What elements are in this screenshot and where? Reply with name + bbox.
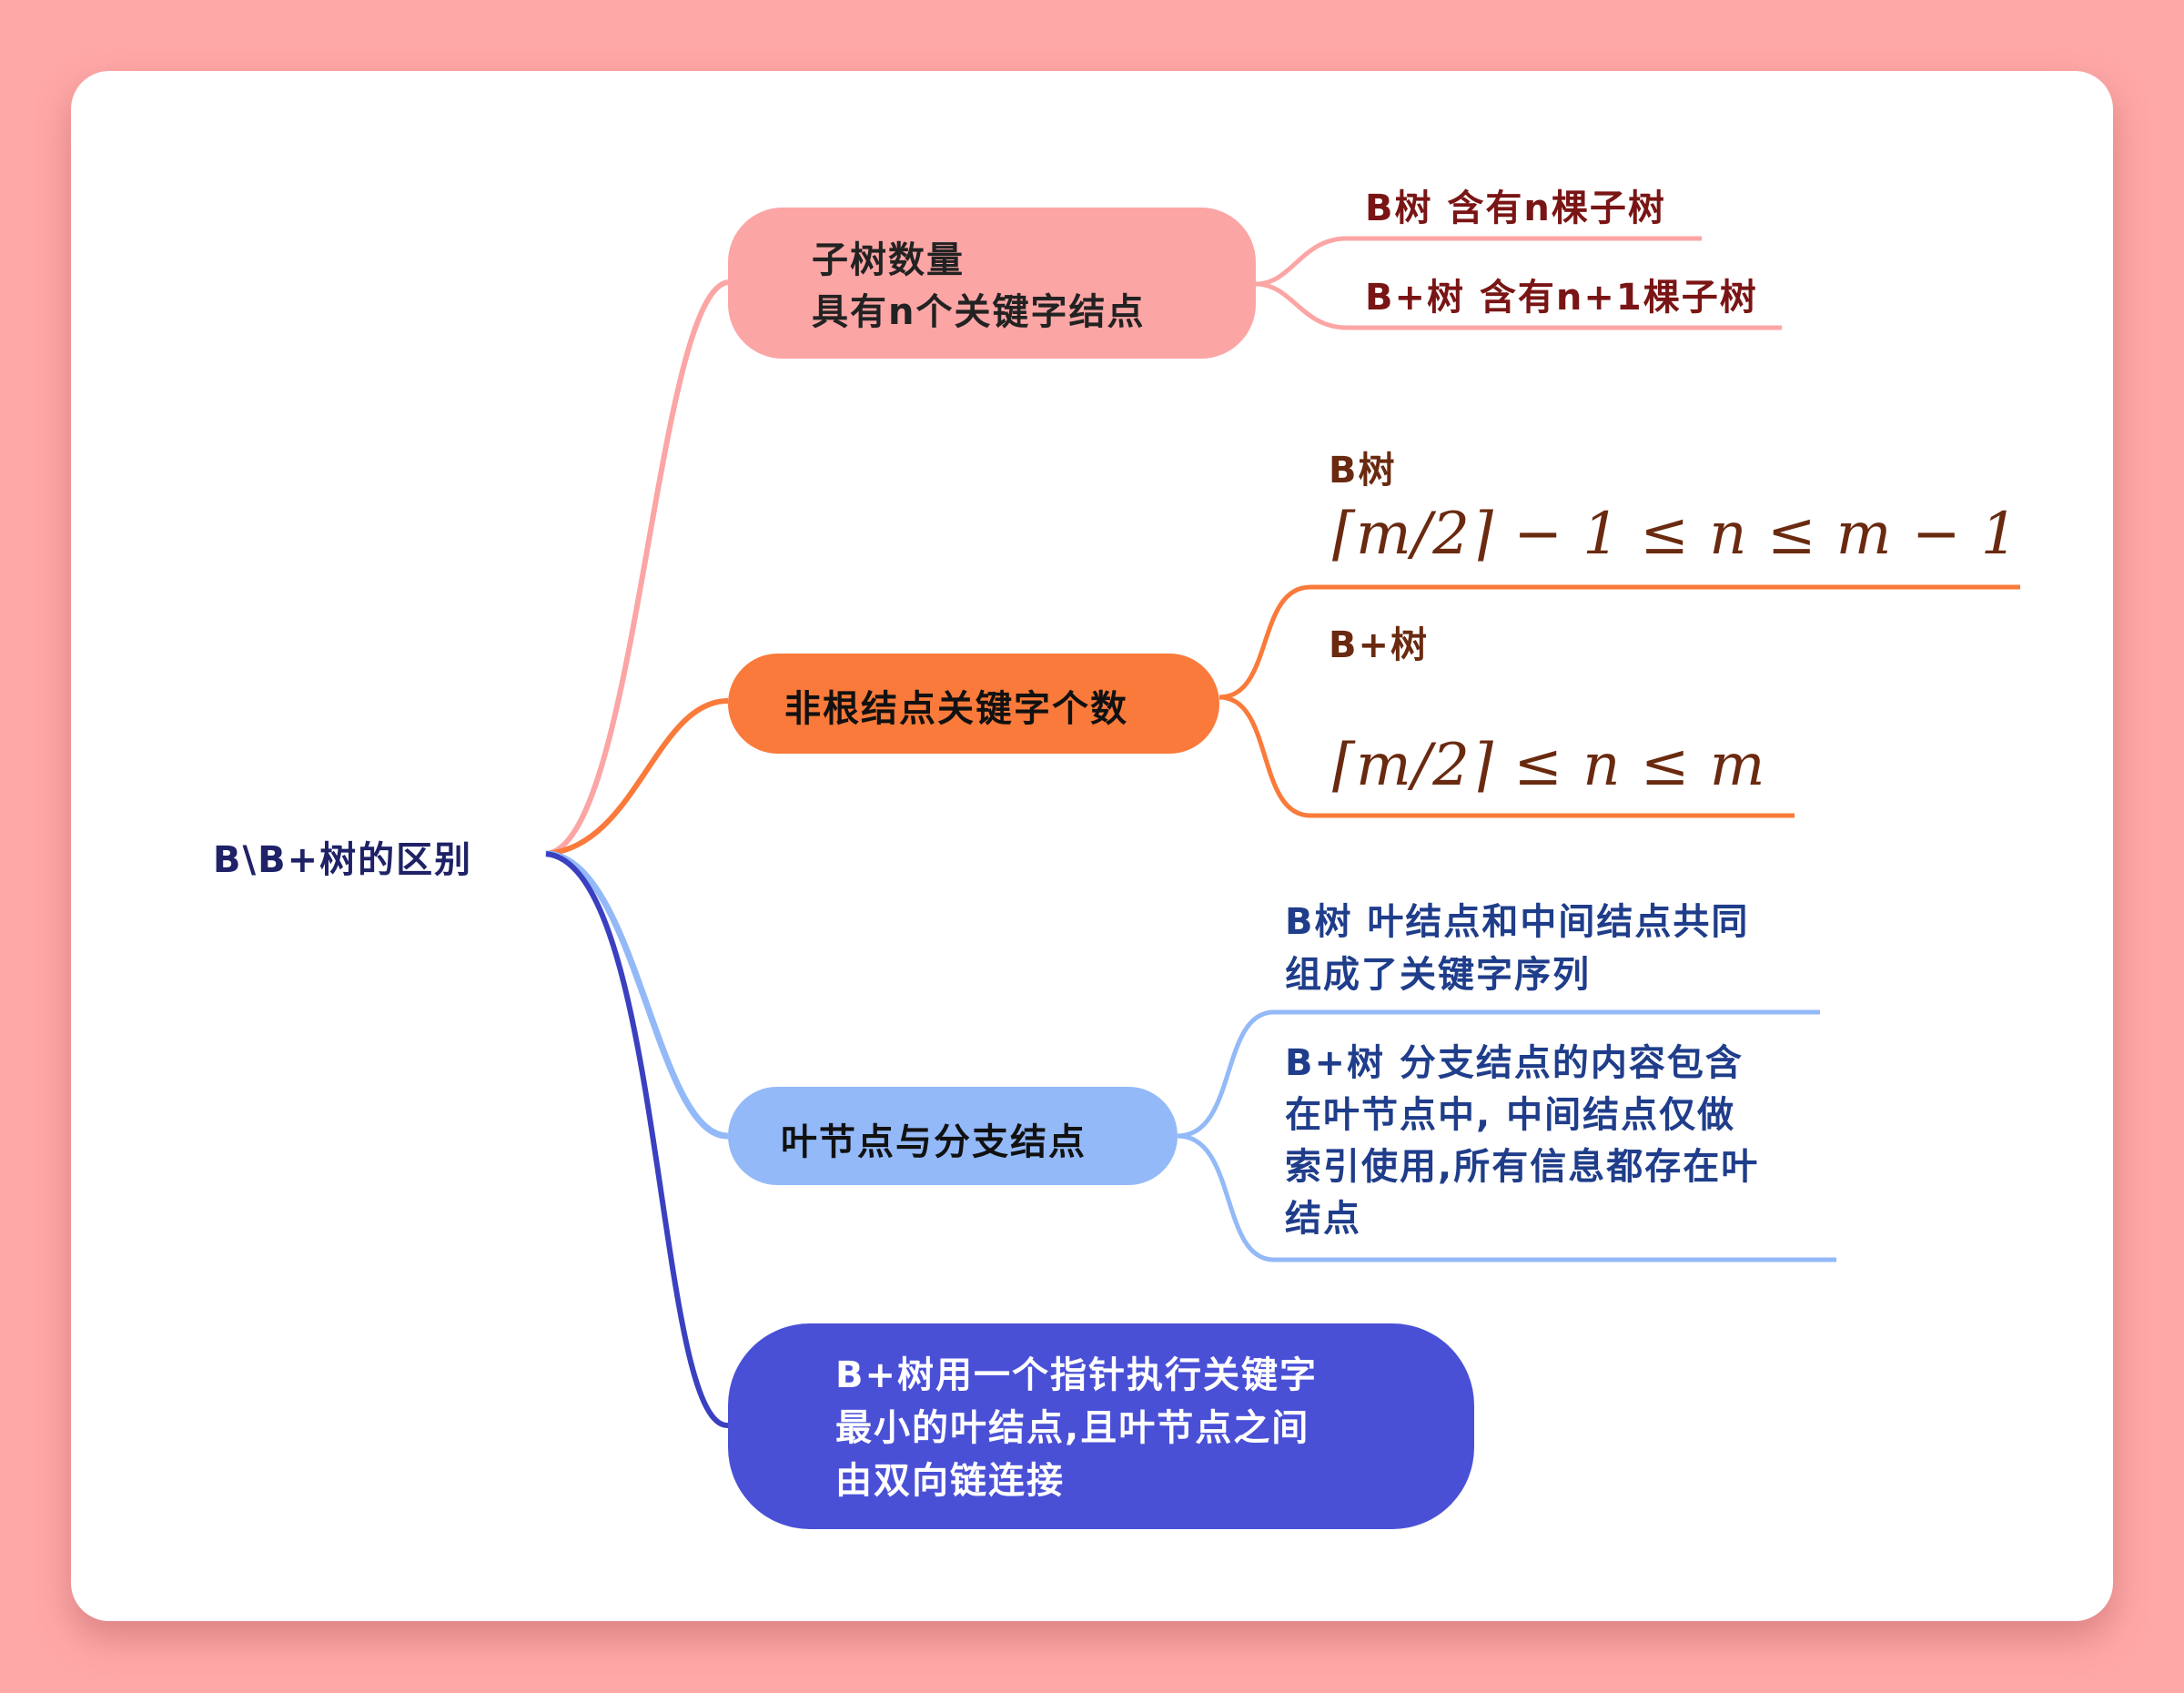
connector-root-branch-2 [545, 698, 729, 857]
branch-leaf-pointer-link[interactable]: B+树用一个指针执行关键字 最小的叶结点,且叶节点之间 由双向链连接 [728, 1323, 1474, 1529]
connector-root-branch-3 [545, 850, 729, 1140]
root-topic[interactable]: B\B+树的区别 [213, 839, 473, 881]
connector-branch-1-leaf-1 [1255, 236, 1702, 287]
branch-nonroot-key-count[interactable]: 非根结点关键字个数 [728, 654, 1219, 754]
leaf-btree-subtrees[interactable]: B树 含有n棵子树 [1365, 188, 1666, 229]
connector-branch-2-leaf-1 [1218, 584, 2020, 700]
branch-leaf-and-branch-nodes-label: 叶节点与分支结点 [781, 1121, 1087, 1163]
branch-leaf-pointer-link-label: B+树用一个指针执行关键字 最小的叶结点,且叶节点之间 由双向链连接 [835, 1354, 1319, 1502]
formula-btree-key-range: ⌈m/2⌉ − 1 ≤ n ≤ m − 1 [1332, 501, 2019, 568]
connector-root-branch-1 [545, 279, 729, 857]
branch-leaf-and-branch-nodes[interactable]: 叶节点与分支结点 [728, 1087, 1178, 1185]
formula-bplustree-key-range: ⌈m/2⌉ ≤ n ≤ m [1332, 732, 1766, 799]
leaf-btree-key-label[interactable]: B树 [1329, 450, 1397, 492]
connector-branch-3-leaf-1 [1177, 1009, 1820, 1139]
branch-nonroot-key-count-label: 非根结点关键字个数 [784, 688, 1128, 730]
connector-branch-1-leaf-2 [1255, 281, 1782, 330]
leaf-bplustree-key-label[interactable]: B+树 [1329, 624, 1430, 666]
branch-subtree-count[interactable]: 子树数量 具有n个关键字结点 [728, 208, 1256, 359]
leaf-btree-node-composition[interactable]: B树 叶结点和中间结点共同 组成了关键字序列 [1285, 901, 1750, 996]
branch-subtree-count-label: 子树数量 具有n个关键字结点 [812, 239, 1146, 333]
connector-branch-2-leaf-2 [1218, 694, 1795, 818]
connector-branch-3-leaf-2 [1177, 1133, 1836, 1262]
connector-root-branch-4 [545, 851, 729, 1429]
leaf-bplustree-subtrees[interactable]: B+树 含有n+1棵子树 [1365, 277, 1758, 319]
leaf-bplustree-node-composition[interactable]: B+树 分支结点的内容包含 在叶节点中, 中间结点仅做 索引使用,所有信息都存在… [1285, 1042, 1760, 1240]
